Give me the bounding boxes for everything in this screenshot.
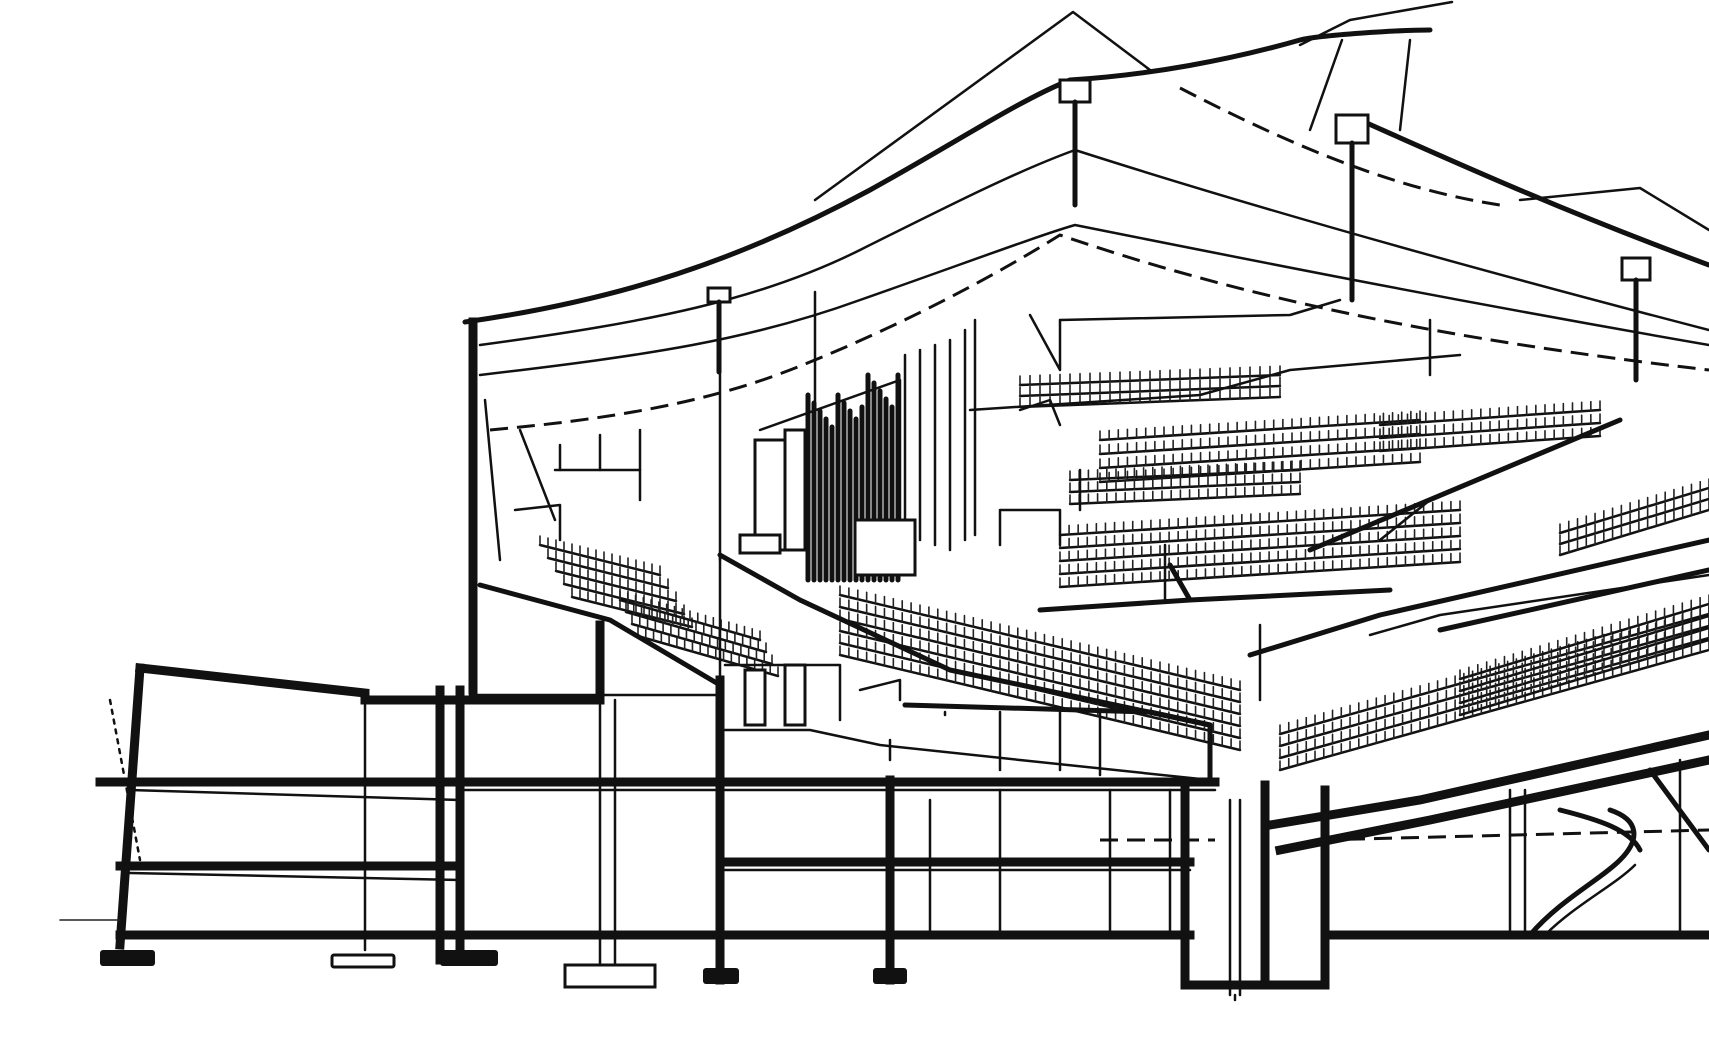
seat-row-line <box>838 617 1242 716</box>
seat-row-line <box>554 569 678 603</box>
seat-row-line <box>1098 432 1422 456</box>
seat-row-line <box>1098 446 1422 470</box>
seat-row-line <box>838 593 1242 692</box>
seat-row-line <box>1068 468 1302 482</box>
seat-row-line <box>1068 480 1302 494</box>
seat-row-line <box>538 543 662 577</box>
roof-structure <box>462 0 1709 432</box>
seat-row-line <box>1278 624 1709 748</box>
seat-row-line <box>1278 648 1709 772</box>
roof-hangers <box>706 38 1652 404</box>
seat-row-line <box>1558 486 1709 535</box>
footings <box>100 950 907 989</box>
seat-row-line <box>1278 612 1709 736</box>
left-outer-wall <box>468 317 722 595</box>
seat-row-line <box>1558 508 1709 557</box>
stage-area <box>723 663 1213 783</box>
seat-row-line <box>562 582 686 616</box>
terrace-slabs <box>477 298 1709 728</box>
seat-row-line <box>546 556 670 590</box>
seat-row-line <box>838 605 1242 704</box>
organ-pipes <box>738 318 977 583</box>
lower-building-floors <box>59 585 1709 1002</box>
seat-row-line <box>1558 497 1709 546</box>
seat-row-line <box>1098 418 1422 442</box>
seat-row-line <box>1068 492 1302 506</box>
seat-row-line <box>838 629 1242 728</box>
seat-row-line <box>1278 636 1709 760</box>
seating-terraces <box>538 365 1709 772</box>
seat-row-line <box>838 653 1242 752</box>
